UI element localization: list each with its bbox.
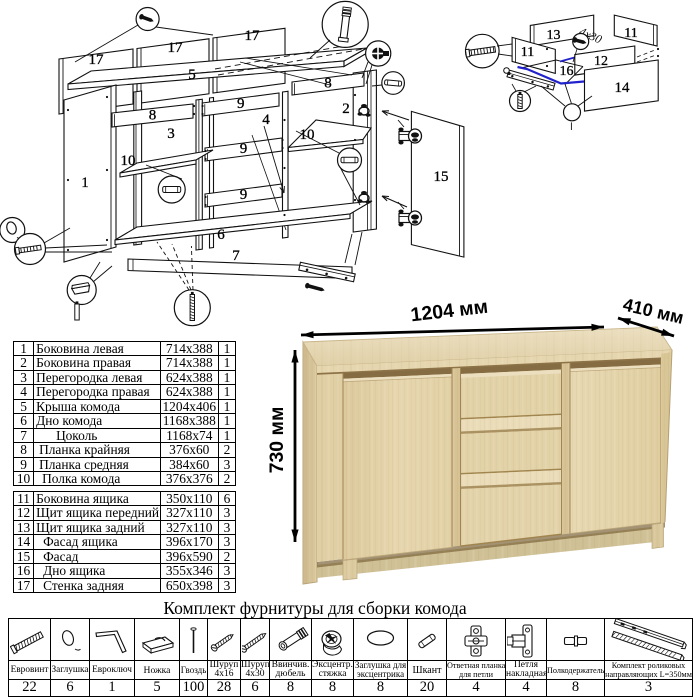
svg-text:10: 10 (300, 127, 315, 143)
svg-text:8: 8 (149, 108, 157, 124)
svg-text:9: 9 (237, 96, 245, 112)
svg-text:4: 4 (262, 112, 270, 128)
svg-text:5: 5 (188, 67, 196, 83)
svg-text:6: 6 (217, 227, 225, 243)
svg-text:1: 1 (81, 175, 89, 191)
svg-text:11: 11 (521, 45, 534, 60)
svg-text:1204 мм: 1204 мм (409, 296, 489, 327)
svg-text:2: 2 (342, 101, 350, 117)
svg-text:10: 10 (121, 153, 136, 169)
svg-text:9: 9 (240, 187, 248, 203)
svg-text:8: 8 (324, 76, 332, 92)
svg-text:7: 7 (232, 248, 240, 264)
svg-text:17: 17 (168, 40, 184, 56)
svg-text:17: 17 (89, 52, 105, 68)
svg-text:12: 12 (594, 54, 608, 69)
svg-text:3: 3 (167, 126, 175, 142)
svg-text:730 мм: 730 мм (266, 407, 288, 474)
svg-text:15: 15 (434, 169, 449, 185)
svg-text:14: 14 (615, 80, 631, 96)
svg-text:17: 17 (245, 28, 261, 44)
svg-text:13: 13 (547, 28, 561, 43)
svg-text:16: 16 (560, 64, 574, 79)
svg-text:11: 11 (624, 26, 637, 41)
svg-text:9: 9 (240, 141, 248, 157)
